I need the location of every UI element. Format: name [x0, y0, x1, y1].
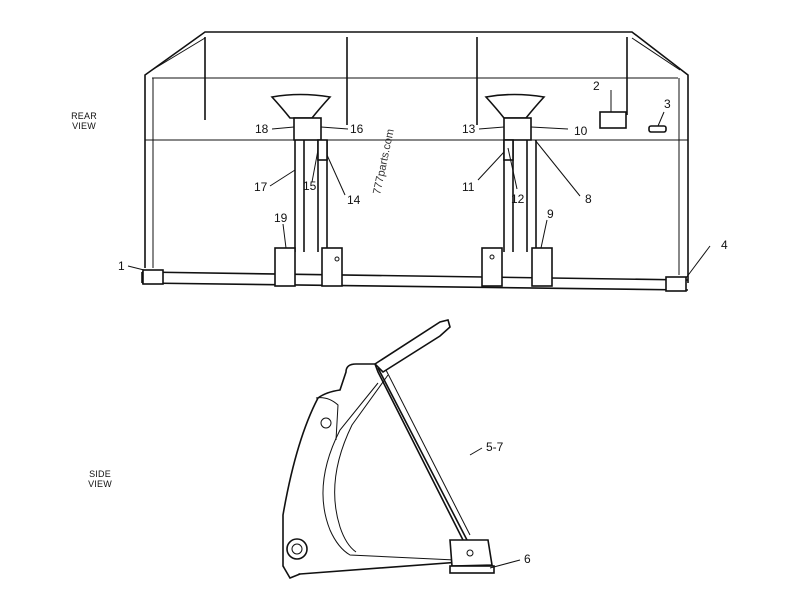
part-6-edge	[449, 539, 493, 567]
callout-8: 8	[585, 192, 592, 206]
pivot-boss-upper	[320, 417, 332, 429]
callout-18: 18	[255, 122, 269, 136]
callout-6: 6	[524, 552, 531, 566]
part-1-corner	[142, 269, 164, 285]
callout-12: 12	[511, 192, 525, 206]
callout-1: 1	[118, 259, 125, 273]
bucket-rear-view	[127, 31, 711, 292]
callout-10: 10	[574, 124, 588, 138]
left-lift-arm-assembly	[270, 93, 343, 287]
rear-top-edge	[144, 31, 689, 283]
part-3-tag	[648, 125, 667, 133]
callout-3: 3	[664, 97, 671, 111]
callout-labels: 1 2 3 4 5-7 6 8 9 10 11 12 13 14 15 16 1…	[118, 79, 728, 566]
callout-5-7: 5-7	[486, 440, 504, 454]
callout-9: 9	[547, 207, 554, 221]
callout-15: 15	[303, 179, 317, 193]
cutting-edge	[141, 271, 689, 291]
side-plate	[282, 363, 464, 575]
callout-13: 13	[462, 122, 476, 136]
part-4-corner	[665, 276, 687, 292]
callout-19: 19	[274, 211, 288, 225]
rear-leaders	[127, 90, 711, 279]
callout-16: 16	[350, 122, 364, 136]
callout-17: 17	[254, 180, 268, 194]
rear-view-label: REAR VIEW	[71, 111, 97, 131]
callout-2: 2	[593, 79, 600, 93]
callout-14: 14	[347, 193, 361, 207]
bucket-side-view	[282, 319, 521, 579]
spill-guard	[373, 319, 451, 374]
side-view-label: SIDE VIEW	[88, 469, 112, 489]
part-2-plate	[599, 111, 627, 129]
pivot-boss-lower	[286, 538, 308, 560]
watermark: 777parts.com	[371, 128, 397, 196]
callout-11: 11	[462, 180, 475, 194]
right-lift-arm-assembly	[481, 93, 553, 287]
callout-4: 4	[721, 238, 728, 252]
bucket-floor-curve	[322, 382, 456, 561]
